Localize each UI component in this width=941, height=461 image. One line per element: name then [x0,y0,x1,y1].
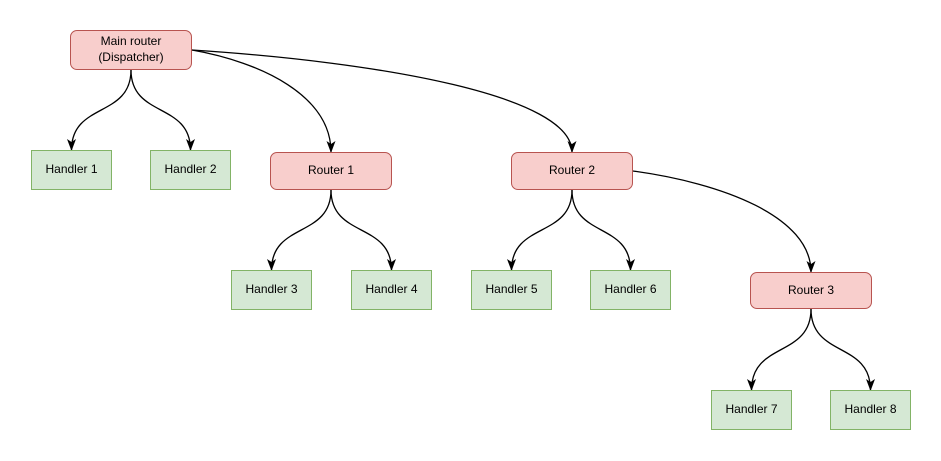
node-handler-6: Handler 6 [590,270,671,310]
edge-router-3-to-handler-8 [810,308,875,391]
node-label: Handler 1 [45,162,98,177]
node-handler-1: Handler 1 [31,150,112,190]
node-label: Main router [100,34,162,49]
node-handler-2: Handler 2 [150,150,231,190]
node-main-router: Main router(Dispatcher) [70,30,192,70]
edge-router-2-to-handler-5 [507,189,573,271]
edge-router-1-to-handler-3 [267,189,332,271]
node-handler-5: Handler 5 [471,270,552,310]
edge-router-2-to-router-3 [632,170,816,273]
node-label: Handler 5 [485,282,538,297]
edge-router-1-to-handler-4 [330,189,396,271]
node-router-2: Router 2 [511,152,633,190]
edge-main-router-to-handler-2 [130,69,195,151]
edge-main-router-to-router-1 [191,49,336,153]
node-label: Router 3 [787,282,835,297]
node-label: Router 1 [307,163,355,178]
edge-router-2-to-handler-6 [571,189,635,271]
node-handler-7: Handler 7 [711,390,792,430]
node-handler-8: Handler 8 [830,390,911,430]
node-handler-3: Handler 3 [231,270,312,310]
node-label: Router 2 [548,163,596,178]
node-label: Handler 4 [365,282,418,297]
node-router-1: Router 1 [270,152,392,190]
node-router-3: Router 3 [750,272,872,309]
node-label: (Dispatcher) [98,50,164,64]
edge-main-router-to-router-2 [191,49,577,153]
node-label: Handler 2 [164,162,217,177]
edges-group [67,49,875,391]
node-label: Handler 8 [844,402,897,417]
edge-main-router-to-handler-1 [67,69,132,151]
node-label: Handler 6 [604,282,657,297]
node-label: Handler 7 [725,402,778,417]
node-handler-4: Handler 4 [351,270,432,310]
node-label: Handler 3 [245,282,298,297]
edge-router-3-to-handler-7 [747,308,812,391]
